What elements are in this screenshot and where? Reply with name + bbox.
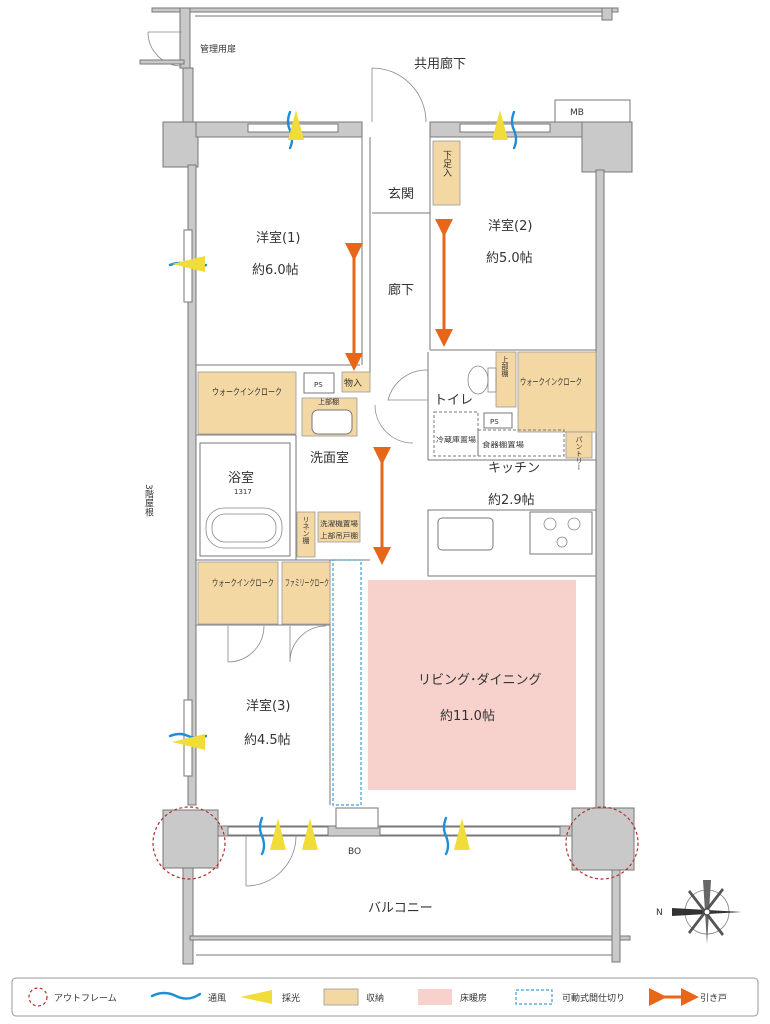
svg-text:アウトフレーム: アウトフレーム <box>54 993 117 1004</box>
legend-item-floor-heating: 床暖房 <box>418 989 487 1005</box>
label-wic3: ウォークインクローク <box>212 578 274 589</box>
washer-area <box>317 511 361 543</box>
room-western2-name: 洋室(2) <box>488 218 532 234</box>
wic1-area <box>197 371 297 435</box>
room-western2-size: 約5.0帖 <box>486 251 533 266</box>
room-bath-size: 1317 <box>234 488 252 496</box>
label-pantry: パントリー <box>575 436 583 471</box>
family-closet-area <box>281 561 331 625</box>
label-management-door: 管理用扉 <box>200 43 236 55</box>
management-door[interactable] <box>139 31 185 67</box>
label-balcony: バルコニー <box>368 901 433 916</box>
floor-heating-area <box>368 580 576 790</box>
label-roof: 3階屋根 <box>143 484 154 518</box>
legend-item-storage: 収納 <box>323 988 384 1006</box>
doors[interactable] <box>227 67 429 887</box>
label-dish-shelf: 食器棚置場 <box>482 440 524 449</box>
ps-box-1 <box>303 372 335 394</box>
svg-text:床暖房: 床暖房 <box>460 992 487 1004</box>
label-washer-space: 洗濯機置場 <box>320 519 358 528</box>
top-railing <box>151 7 619 69</box>
label-storage-room: 物入 <box>344 377 362 389</box>
label-upper-shelf2: 上部棚 <box>501 355 509 378</box>
room-hallway: 廊下 <box>388 282 414 298</box>
room-western3-size: 約4.5帖 <box>244 733 291 748</box>
toilet-fixture <box>467 365 497 395</box>
legend-item-outframe: アウトフレーム <box>28 987 117 1007</box>
room-washroom: 洗面室 <box>310 450 349 466</box>
storage-areas <box>197 140 597 625</box>
svg-text:採光: 採光 <box>282 992 300 1004</box>
room-kitchen-name: キッチン <box>488 461 540 476</box>
bathtub <box>199 442 291 557</box>
room-living-name: リビング･ダイニング <box>418 673 542 688</box>
room-living-size: 約11.0帖 <box>440 709 495 724</box>
label-ps1: PS <box>314 381 323 389</box>
legend-item-movable-partition: 可動式間仕切り <box>515 989 625 1005</box>
label-common-corridor: 共用廊下 <box>414 56 466 72</box>
svg-text:引き戸: 引き戸 <box>700 993 727 1004</box>
outframe-marks <box>152 806 639 880</box>
label-upper-shelf3: 上部棚 <box>318 397 339 406</box>
kitchen-spaces <box>433 411 565 457</box>
daylight-marks <box>172 110 508 850</box>
compass: N <box>656 880 742 944</box>
label-upper-shelf1: 上部吊戸棚 <box>320 531 358 540</box>
legend-item-daylight: 採光 <box>240 990 300 1004</box>
label-bo: BO <box>348 847 361 857</box>
svg-text:通風: 通風 <box>208 993 226 1004</box>
shoe-box-area <box>432 140 461 206</box>
room-toilet: トイレ <box>434 393 473 408</box>
compass-north-label: N <box>656 908 663 918</box>
label-wic2: ウォークインクローク <box>520 377 582 388</box>
label-fridge-space: 冷蔵庫置場 <box>436 435 476 444</box>
storage-room-area <box>341 371 371 393</box>
svg-text:可動式間仕切り: 可動式間仕切り <box>562 992 625 1004</box>
room-bath-name: 浴室 <box>228 470 254 486</box>
svg-text:収納: 収納 <box>366 992 384 1004</box>
label-shoe-box: 下足入 <box>441 150 452 177</box>
label-wic1: ウォークインクローク <box>212 387 282 398</box>
room-kitchen-size: 約2.9帖 <box>488 493 535 508</box>
kitchen-counter <box>427 509 597 577</box>
washbasin <box>311 409 353 435</box>
wic2-area <box>517 351 597 433</box>
room-western3-name: 洋室(3) <box>246 698 290 714</box>
wic3-area <box>197 561 279 625</box>
legend-item-sliding-door: 引き戸 <box>649 988 727 1006</box>
label-ps2: PS <box>490 418 499 426</box>
room-western1-name: 洋室(1) <box>256 230 300 246</box>
room-entrance: 玄関 <box>388 187 414 202</box>
sliding-door-arrows[interactable] <box>345 219 453 565</box>
label-family-closet: ファミリークローク <box>285 578 329 589</box>
label-linen: リネン棚 <box>302 516 310 545</box>
pantry-area <box>565 431 593 459</box>
linen-area <box>296 511 316 558</box>
room-western1-size: 約6.0帖 <box>252 263 299 278</box>
legend-item-ventilation: 通風 <box>150 991 226 1004</box>
legend: アウトフレーム 通風 採光 収納 床暖房 可動式間仕切り 引き戸 <box>11 977 759 1017</box>
label-mb: MB <box>570 108 584 118</box>
movable-partition[interactable] <box>332 559 362 806</box>
